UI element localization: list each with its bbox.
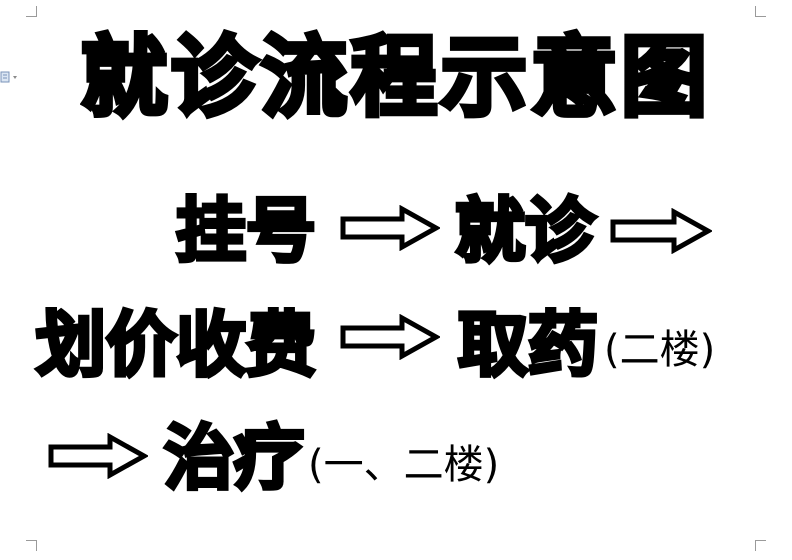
right-arrow-icon bbox=[340, 205, 440, 251]
crop-mark-top-left bbox=[26, 6, 37, 17]
step-register: 挂号 bbox=[174, 189, 318, 273]
right-arrow-icon bbox=[610, 208, 712, 254]
document-tab-icon[interactable] bbox=[0, 70, 18, 84]
step-pharmacy: 取药 bbox=[456, 303, 600, 387]
step-consult: 就诊 bbox=[453, 189, 597, 273]
crop-mark-bottom-left bbox=[26, 540, 37, 551]
right-arrow-icon bbox=[48, 433, 148, 479]
step-treatment-floor-note: (一、二楼) bbox=[308, 442, 500, 488]
crop-mark-top-right bbox=[755, 6, 766, 17]
right-arrow-icon bbox=[340, 314, 440, 360]
crop-mark-bottom-right bbox=[755, 540, 766, 551]
step-pharmacy-floor-note: (二楼) bbox=[604, 327, 716, 373]
step-payment: 划价收费 bbox=[34, 303, 318, 387]
page-title: 就诊流程示意图 bbox=[79, 24, 711, 131]
step-treatment: 治疗 bbox=[162, 416, 306, 500]
